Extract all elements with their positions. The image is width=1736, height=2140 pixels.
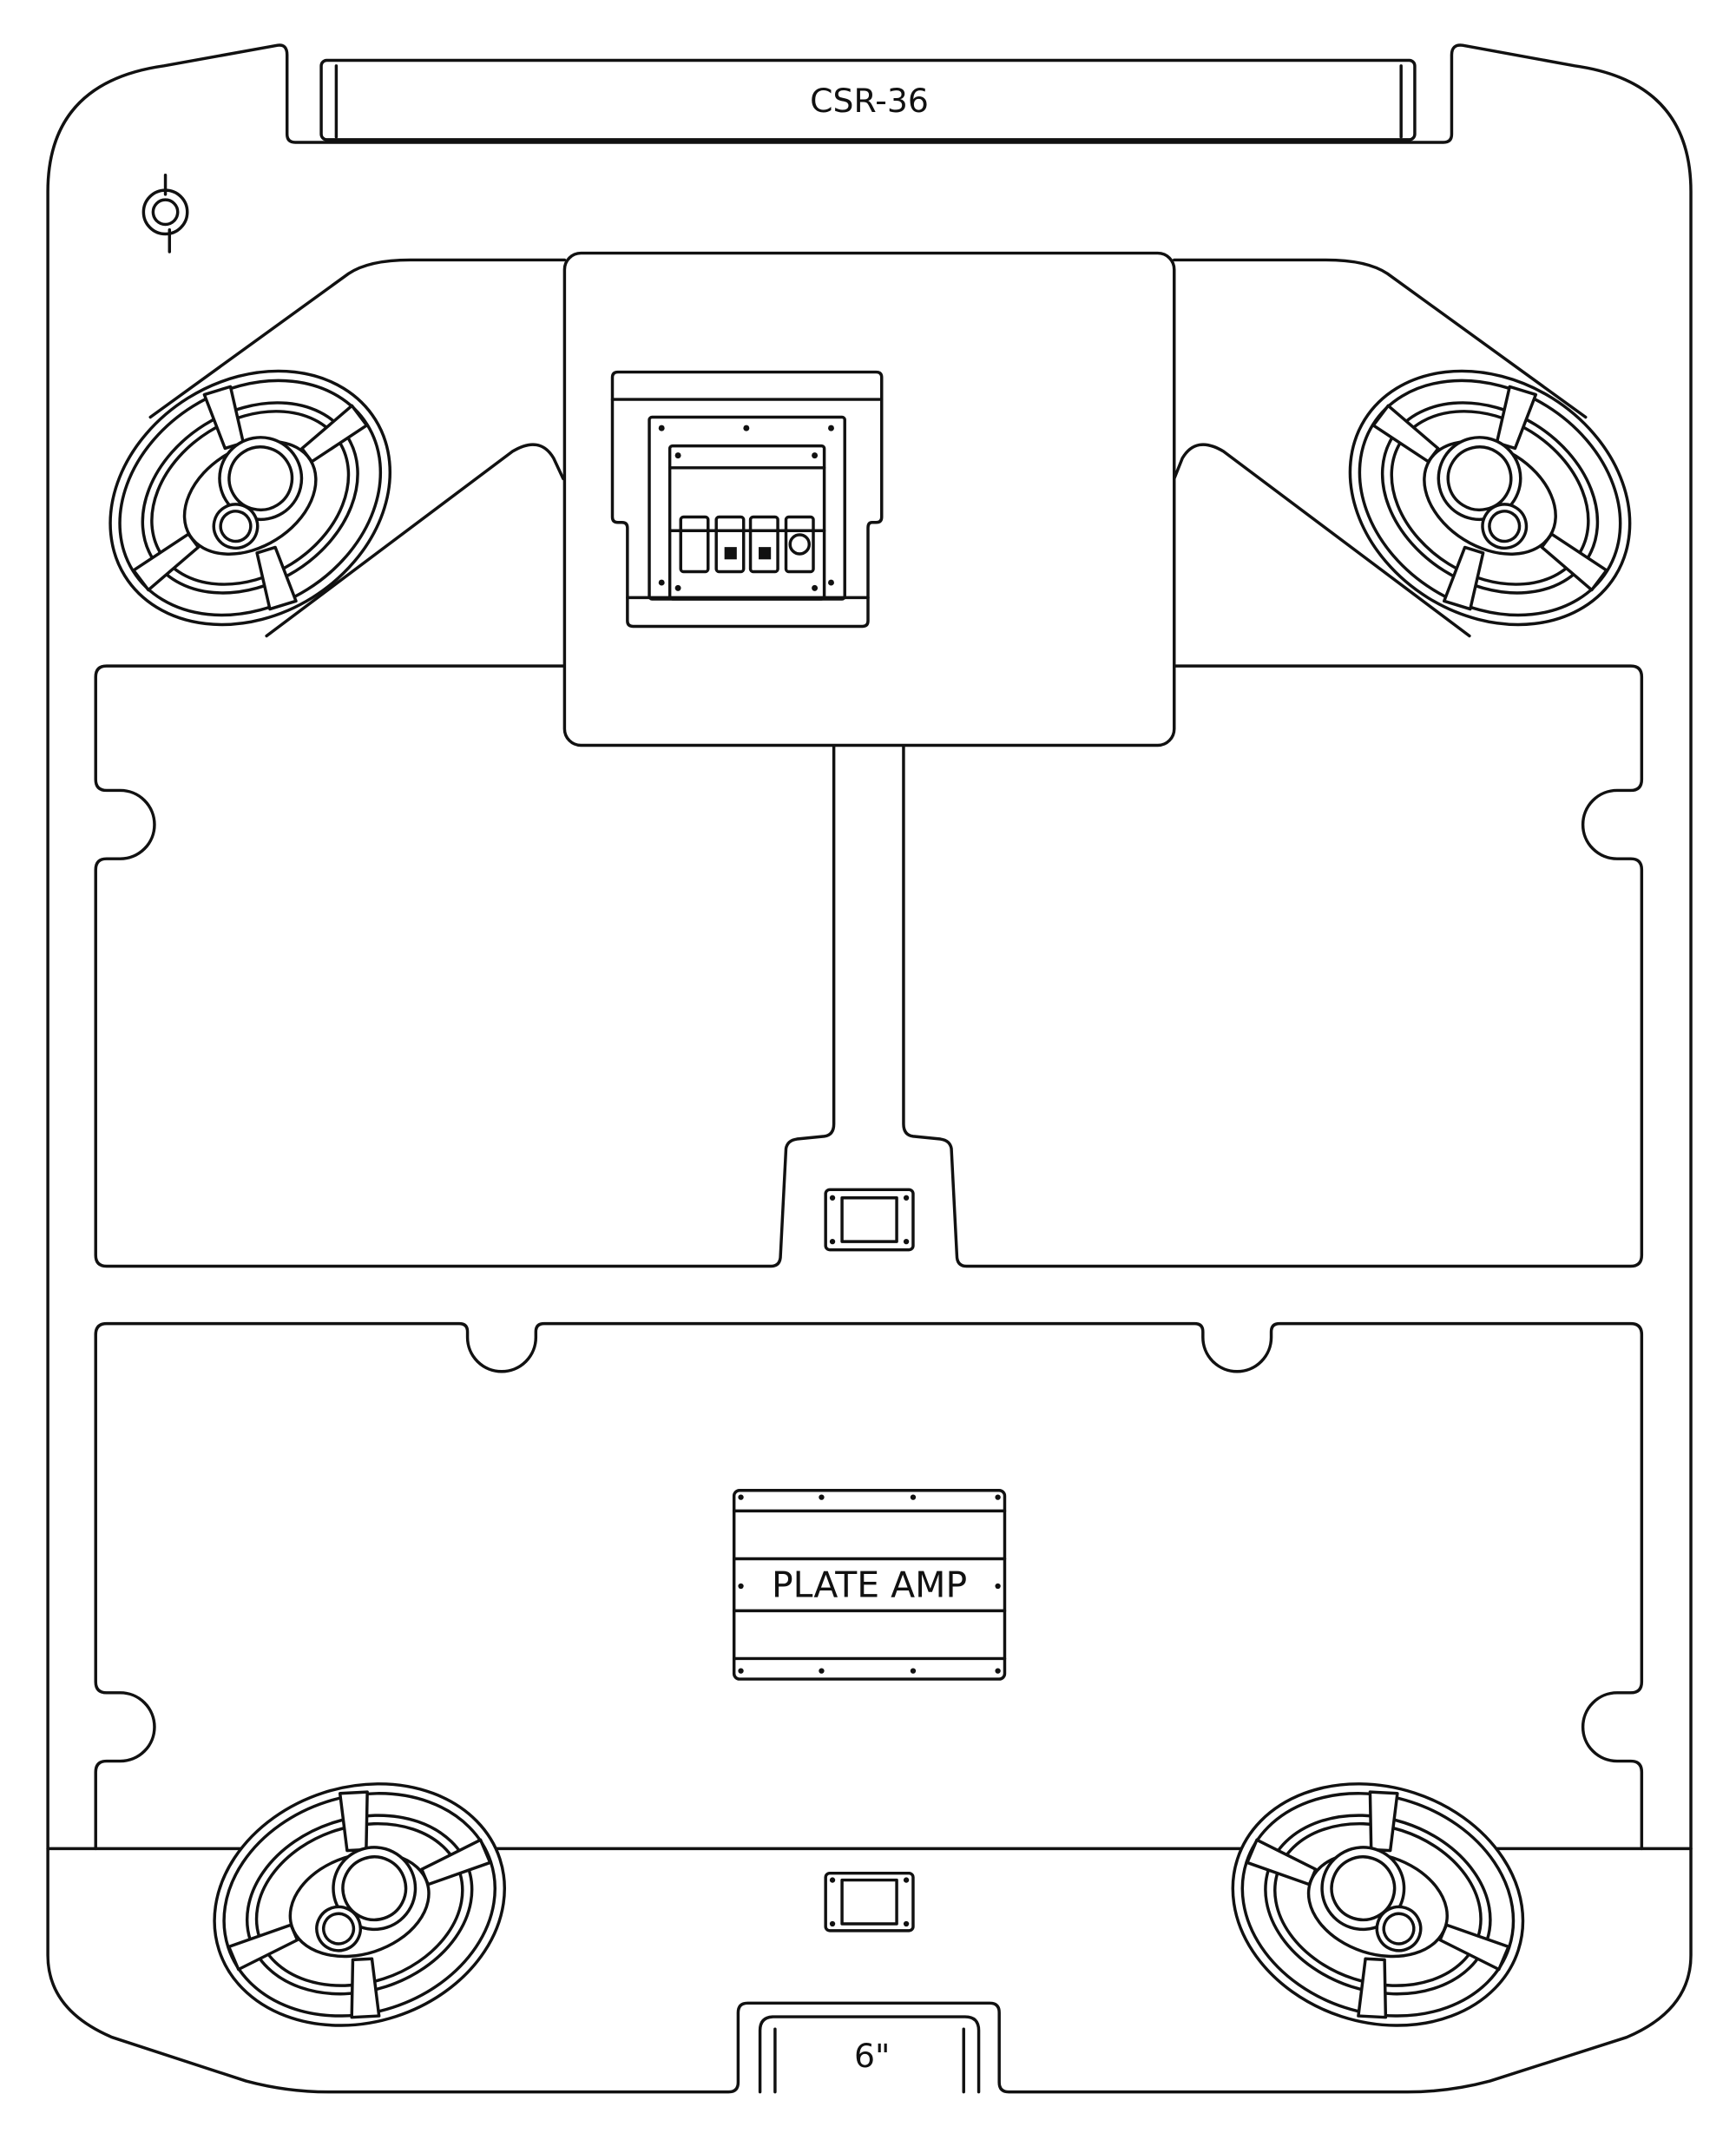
rocker-switch-1 xyxy=(679,515,710,574)
top-handle: CSR-36 xyxy=(319,58,1417,142)
model-label: CSR-36 xyxy=(810,82,929,120)
port-size-label: 6" xyxy=(854,2037,890,2075)
upper-left-panel xyxy=(94,664,836,1268)
lower-panel xyxy=(94,1321,1644,1851)
rocker-switch-3 xyxy=(748,515,779,574)
terminal-cup-upper xyxy=(824,1188,915,1252)
port-6-inch: 6" xyxy=(758,2015,981,2094)
key-lock-icon xyxy=(141,174,189,254)
plate-amp-label: PLATE AMP xyxy=(772,1564,967,1606)
volume-knob-module xyxy=(784,515,815,574)
enclosure-outline xyxy=(46,43,1693,2094)
speaker-bottom-left xyxy=(181,1745,538,2064)
left-speaker-pod xyxy=(148,258,567,638)
speaker-top-right xyxy=(1300,318,1680,678)
switch-panel xyxy=(610,370,884,629)
speaker-bottom-right xyxy=(1200,1745,1556,2064)
right-speaker-pod xyxy=(1173,258,1588,638)
speaker-top-left xyxy=(61,318,439,678)
upper-right-panel xyxy=(902,664,1644,1268)
control-panel-mount xyxy=(562,251,1176,747)
terminal-cup-lower xyxy=(824,1871,915,1933)
plate-amp: PLATE AMP xyxy=(732,1489,1007,1681)
rocker-switch-2 xyxy=(714,515,746,574)
